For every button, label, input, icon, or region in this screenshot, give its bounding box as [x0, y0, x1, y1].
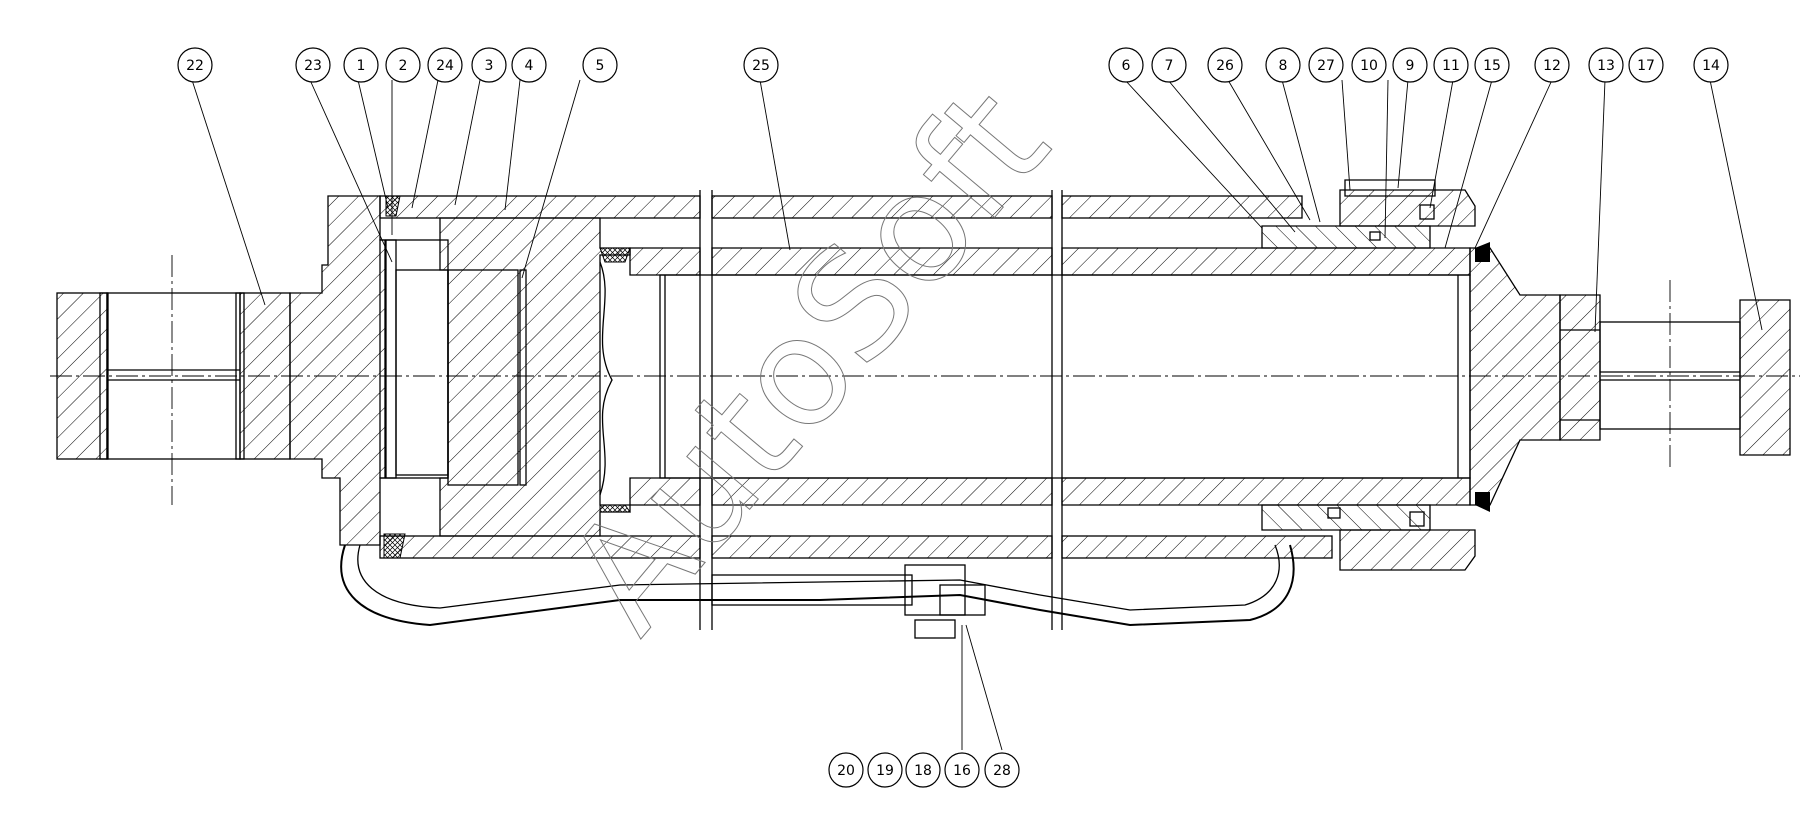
svg-text:22: 22 [186, 58, 204, 74]
cylinder-barrel [379, 190, 1333, 630]
callout-18: 18 [905, 752, 941, 788]
watermark-text: AutoSoft [534, 58, 1081, 663]
top-callouts: 22 23 1 2 24 3 4 5 25 6 7 [177, 47, 1729, 83]
rod-end-eye [1469, 247, 1791, 506]
callout-2: 2 [385, 47, 421, 83]
callout-28: 28 [984, 752, 1020, 788]
callout-23: 23 [295, 47, 331, 83]
svg-text:5: 5 [596, 58, 605, 74]
callout-20: 20 [828, 752, 864, 788]
svg-text:12: 12 [1543, 58, 1561, 74]
svg-text:20: 20 [837, 763, 855, 779]
callout-6: 6 [1108, 47, 1144, 83]
callout-16: 16 [944, 752, 980, 788]
callout-14: 14 [1693, 47, 1729, 83]
svg-text:18: 18 [914, 763, 932, 779]
callout-9: 9 [1392, 47, 1428, 83]
svg-text:27: 27 [1317, 58, 1335, 74]
svg-text:9: 9 [1406, 58, 1415, 74]
rear-clevis-eye [56, 255, 291, 505]
hydraulic-tube [340, 544, 1295, 639]
callout-22: 22 [177, 47, 213, 83]
gland-head [1261, 179, 1490, 571]
callout-4: 4 [511, 47, 547, 83]
callout-12: 12 [1534, 47, 1570, 83]
callout-25: 25 [743, 47, 779, 83]
svg-text:25: 25 [752, 58, 770, 74]
svg-text:8: 8 [1279, 58, 1288, 74]
svg-text:28: 28 [993, 763, 1011, 779]
svg-text:23: 23 [304, 58, 322, 74]
svg-text:17: 17 [1637, 58, 1655, 74]
callout-17: 17 [1628, 47, 1664, 83]
callout-7: 7 [1151, 47, 1187, 83]
callout-3: 3 [471, 47, 507, 83]
leader-lines [191, 79, 1763, 751]
svg-text:24: 24 [436, 58, 454, 74]
callout-19: 19 [867, 752, 903, 788]
svg-text:2: 2 [399, 58, 408, 74]
svg-text:4: 4 [525, 58, 534, 74]
svg-text:14: 14 [1702, 58, 1720, 74]
callout-8: 8 [1265, 47, 1301, 83]
callout-13: 13 [1588, 47, 1624, 83]
callout-10: 10 [1351, 47, 1387, 83]
svg-text:3: 3 [485, 58, 494, 74]
svg-text:16: 16 [953, 763, 971, 779]
svg-text:19: 19 [876, 763, 894, 779]
svg-text:1: 1 [357, 58, 366, 74]
svg-text:6: 6 [1122, 58, 1131, 74]
callout-15: 15 [1474, 47, 1510, 83]
callout-11: 11 [1433, 47, 1469, 83]
callout-26: 26 [1207, 47, 1243, 83]
svg-text:10: 10 [1360, 58, 1378, 74]
callout-1: 1 [343, 47, 379, 83]
bottom-callouts: 20 19 18 16 28 [828, 752, 1020, 788]
rear-end-cap [289, 195, 449, 546]
piston [383, 195, 631, 559]
svg-text:13: 13 [1597, 58, 1615, 74]
svg-text:7: 7 [1165, 58, 1174, 74]
callout-27: 27 [1308, 47, 1344, 83]
svg-text:15: 15 [1483, 58, 1501, 74]
callout-24: 24 [427, 47, 463, 83]
svg-text:11: 11 [1442, 58, 1460, 74]
svg-text:26: 26 [1216, 58, 1234, 74]
callout-5: 5 [582, 47, 618, 83]
